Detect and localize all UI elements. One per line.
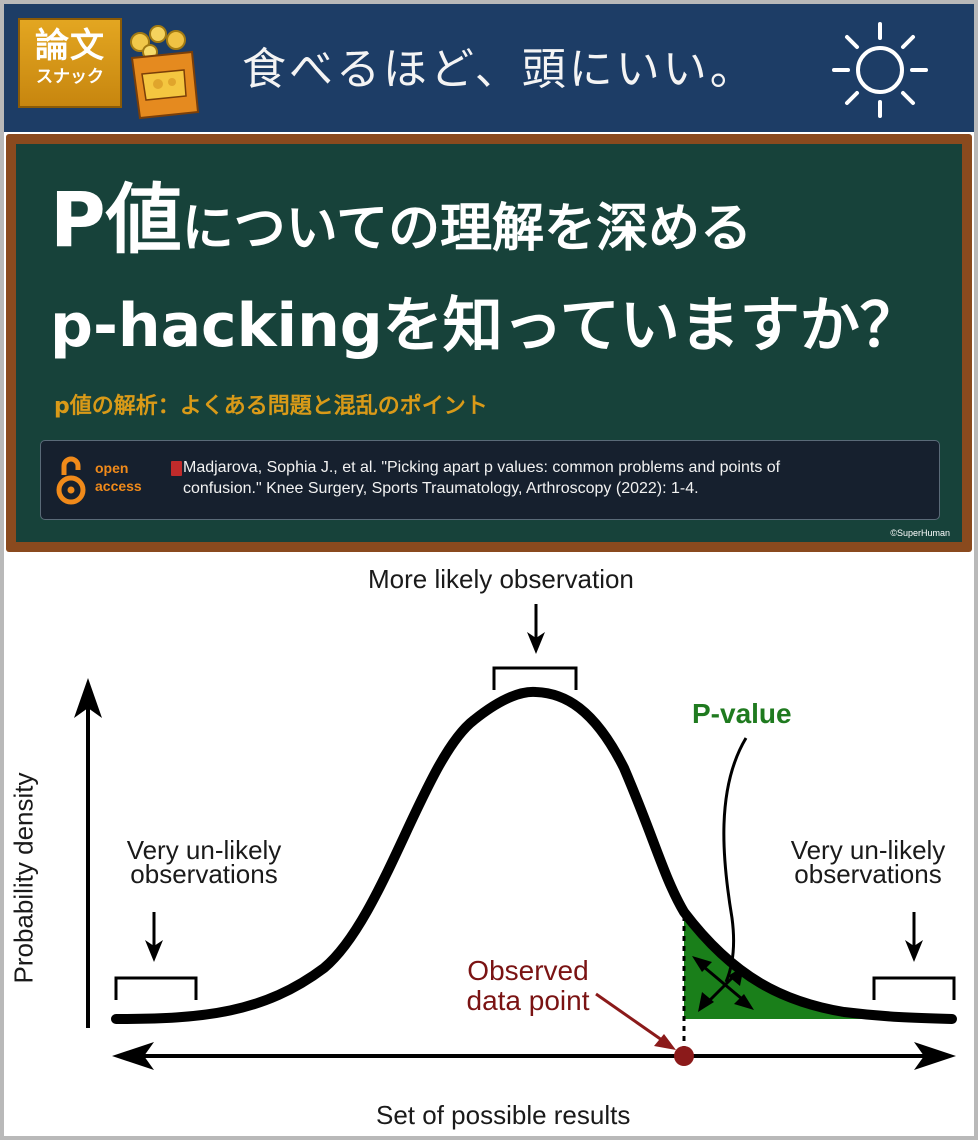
left-arrowhead bbox=[145, 940, 163, 962]
observed-line-1: Observed bbox=[467, 955, 589, 986]
right-arrowhead bbox=[905, 940, 923, 962]
pvalue-pointer bbox=[722, 737, 748, 983]
top-arrowhead bbox=[527, 632, 545, 654]
title-line-2: p-hackingを知っていますか？ bbox=[50, 291, 920, 361]
subtitle: p値の解析：よくある問題と混乱のポイント bbox=[54, 394, 488, 419]
tail-arrow-2-head-b bbox=[728, 966, 744, 986]
citation-box: open access Madjarova, Sophia J., et al.… bbox=[40, 440, 940, 520]
open-access-line-2: access bbox=[95, 478, 142, 494]
snack-bag-icon bbox=[130, 25, 200, 120]
page-frame: 論文 スナック 食べるほど、頭にいい。 bbox=[4, 4, 974, 1136]
open-access-icon bbox=[56, 456, 86, 505]
logo-main-text: 論文 bbox=[35, 26, 105, 66]
left-unlikely-line-2: observations bbox=[130, 859, 278, 889]
x-axis-label: Set of possible results bbox=[376, 1100, 631, 1130]
header-banner: 論文 スナック 食べるほど、頭にいい。 bbox=[4, 4, 974, 132]
x-axis-arrowhead-right bbox=[914, 1042, 956, 1070]
left-unlikely-line-1: Very un-likely bbox=[126, 835, 282, 865]
observed-line-2: data point bbox=[466, 985, 590, 1016]
sun-icon bbox=[832, 22, 928, 118]
logo-badge: 論文 スナック bbox=[18, 18, 122, 108]
left-bracket bbox=[114, 976, 198, 1000]
open-access-label: open access bbox=[95, 459, 142, 495]
top-bracket bbox=[492, 666, 578, 690]
observed-arrow bbox=[595, 992, 670, 1047]
observed-point bbox=[674, 1046, 694, 1066]
title-rest: についての理解を深める bbox=[181, 199, 753, 259]
tail-arrow-1-head-a bbox=[692, 956, 712, 972]
pvalue-area bbox=[684, 912, 952, 1019]
diagram-canvas bbox=[74, 604, 957, 1070]
y-axis-arrowhead bbox=[74, 678, 102, 718]
x-axis-arrowhead-left bbox=[112, 1042, 154, 1070]
logo-sub-text: スナック bbox=[36, 67, 104, 87]
right-bracket bbox=[872, 976, 956, 1000]
tail-arrow-2-head-a bbox=[698, 992, 714, 1012]
open-access-line-1: open bbox=[95, 460, 129, 476]
citation-line-2: confusion." Knee Surgery, Sports Traumat… bbox=[183, 480, 699, 497]
bell-curve bbox=[111, 686, 957, 1024]
pvalue-diagram: More likely observation Probability dens… bbox=[4, 558, 974, 1136]
right-unlikely-line-2: observations bbox=[794, 859, 942, 889]
chalkboard: P値についての理解を深める p-hackingを知っていますか？ p値の解析：よ… bbox=[16, 144, 962, 542]
citation-line-1: Madjarova, Sophia J., et al. "Picking ap… bbox=[183, 459, 781, 476]
top-label: More likely observation bbox=[368, 564, 634, 594]
right-unlikely-line-1: Very un-likely bbox=[790, 835, 946, 865]
pvalue-label: P-value bbox=[692, 698, 792, 729]
tail-arrow-1-head-b bbox=[734, 994, 754, 1010]
tail-arrow-1 bbox=[697, 960, 749, 1006]
title-highlight: P値 bbox=[50, 175, 182, 264]
observed-label: Observed data point bbox=[448, 956, 608, 1016]
title-line-1: P値についての理解を深める bbox=[50, 182, 752, 258]
book-icon bbox=[171, 461, 182, 476]
y-axis-label: Probability density bbox=[8, 772, 39, 984]
slogan-text: 食べるほど、頭にいい。 bbox=[242, 44, 757, 95]
citation-text: Madjarova, Sophia J., et al. "Picking ap… bbox=[183, 457, 923, 499]
chalkboard-frame: P値についての理解を深める p-hackingを知っていますか？ p値の解析：よ… bbox=[6, 134, 972, 552]
observed-arrowhead bbox=[654, 1034, 676, 1050]
right-unlikely-label: Very un-likely observations bbox=[768, 835, 968, 889]
left-unlikely-label: Very un-likely observations bbox=[104, 835, 304, 889]
copyright-text: ©SuperHuman bbox=[890, 528, 950, 538]
